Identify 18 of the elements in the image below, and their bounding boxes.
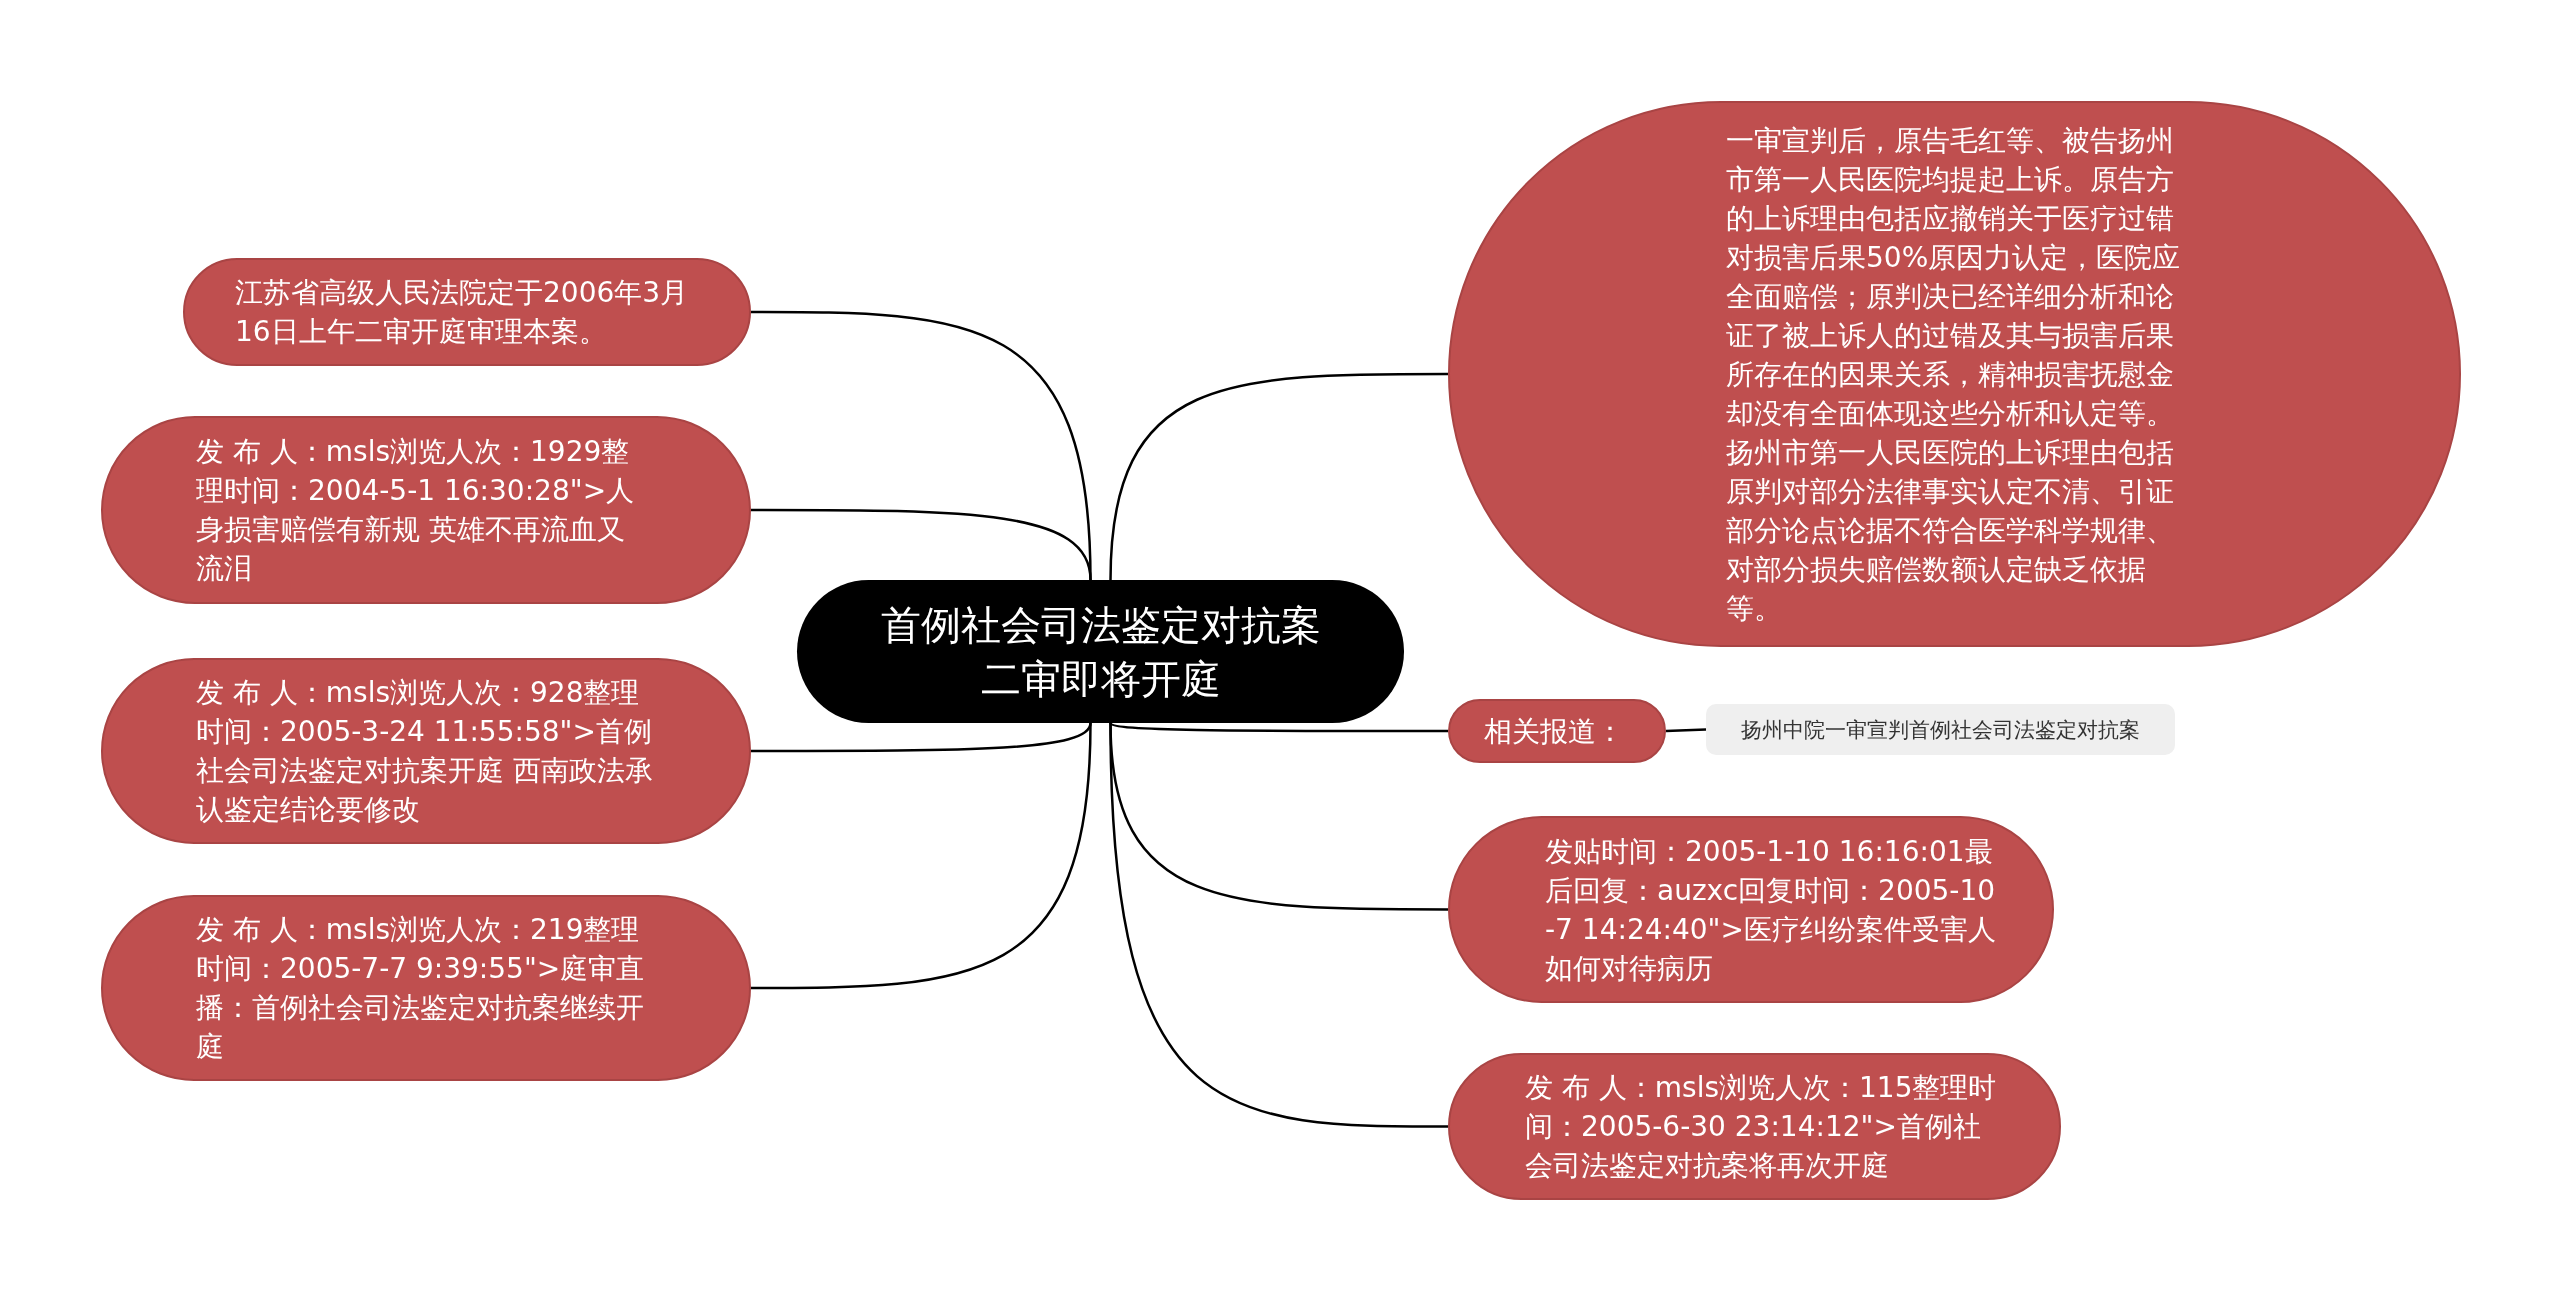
- node-text: 扬州中院一审宣判首例社会司法鉴定对抗案: [1741, 716, 2140, 744]
- connector-line: [751, 508, 1092, 581]
- node-text: 发贴时间：2005-1-10 16:16:01最后回复：auzxc回复时间：2005-10-7 14:24:40">医疗纠纷案件受害人如何对待病历: [1545, 833, 1997, 987]
- topic-pill: [1448, 699, 1666, 763]
- node-text: 一审宣判后，原告毛红等、被告扬州市第一人民医院均提起上诉。原告方的上诉理由包括应撤销关于医疗过错对损害后果50%原因力认定，医院应全面赔偿；原判决已经详细分析和论证了被上诉人的过错及其与损害后果所存在的因果关系，精神损害抚慰金却没有全面体现这些分析和认定等。扬州市第一人民医院的上诉理由包括原判对部分法律事实认定不清、引证部分论点论据不符合医学科学规律、对部分损失赔偿数额认定缺乏依据等。: [1726, 122, 2182, 627]
- connector-line: [1665, 728, 1707, 733]
- node-text: 发 布 人：msls浏览人次：219整理时间：2005-7-7 9:39:55">庭审直播：首例社会司法鉴定对抗案继续开庭: [196, 912, 646, 1065]
- connector-line: [1109, 372, 1448, 581]
- subtopic-box: [1706, 704, 2175, 755]
- connector-line: [751, 722, 1092, 990]
- node-text: 江苏省高级人民法院定于2006年3月16日上午二审开庭审理本案。: [235, 275, 689, 350]
- connector-line: [1109, 722, 1448, 1128]
- node-text: 发 布 人：msls浏览人次：115整理时间：2005-6-30 23:14:12">首例社会司法鉴定对抗案将再次开庭: [1525, 1070, 1998, 1184]
- node-text: 相关报道：: [1484, 713, 1624, 750]
- node-text: 发 布 人：msls浏览人次：1929整理时间：2004-5-1 16:30:28">人身损害赔偿有新规 英雄不再流血又流泪: [196, 434, 636, 587]
- title-text: 首例社会司法鉴定对抗案二审即将开庭: [879, 600, 1322, 704]
- connector-line: [1109, 721, 1448, 733]
- node-text: 发 布 人：msls浏览人次：928整理时间：2005-3-24 11:55:58">首例社会司法鉴定对抗案开庭 西南政法承认鉴定结论要修改: [196, 675, 654, 828]
